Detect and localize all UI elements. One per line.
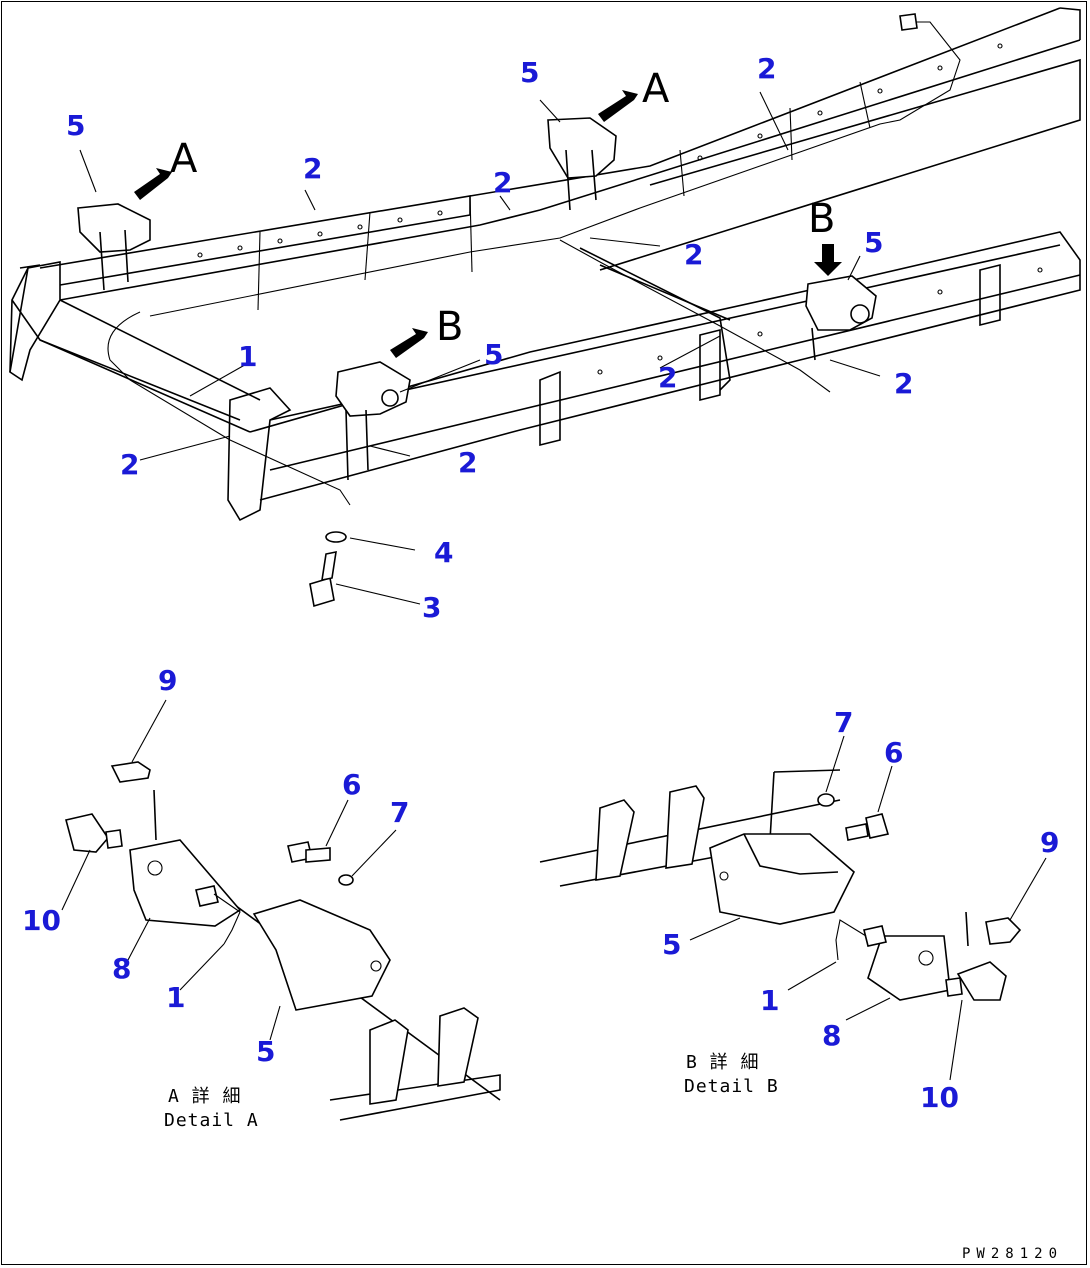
detail-a-caption-jp: A 詳 細 [168, 1086, 242, 1107]
callout-5-e: 5 [256, 1035, 275, 1068]
detail-b-caption-en: Detail B [684, 1076, 779, 1097]
callout-6-a: 6 [342, 768, 361, 801]
harness-upper [149, 21, 961, 317]
washer-4-main [325, 531, 347, 543]
arrow-b-right-icon [814, 244, 842, 276]
view-letter-b-left: B [436, 304, 463, 350]
callout-10-b: 10 [920, 1081, 959, 1114]
view-letter-b-right: B [808, 196, 835, 242]
arrow-a-left-icon [134, 168, 172, 200]
detail-b-post-1 [595, 799, 635, 881]
detail-b-screw-9 [985, 917, 1022, 945]
detail-a-lamp-10 [65, 813, 110, 853]
detail-a-bracket-5 [252, 899, 391, 1011]
callout-2-h: 2 [458, 446, 477, 479]
lamp-bracket-a-right [547, 117, 617, 179]
callout-5-f: 5 [662, 928, 681, 961]
callout-7-a: 7 [390, 796, 409, 829]
drawing-code: PW28120 [962, 1246, 1063, 1262]
callout-1-main: 1 [238, 340, 257, 373]
detail-b-lamp-10 [956, 961, 1007, 1001]
callout-2-g: 2 [120, 448, 139, 481]
view-arrows [134, 90, 842, 358]
main-frame [9, 7, 1081, 608]
callout-7-b: 7 [834, 706, 853, 739]
callout-9-a: 9 [158, 664, 177, 697]
callout-1-a: 1 [166, 981, 185, 1014]
detail-a-washer-7 [338, 874, 354, 886]
callout-4-main: 4 [434, 536, 453, 569]
callout-5-c: 5 [864, 226, 883, 259]
callout-5-b: 5 [520, 56, 539, 89]
detail-captions: A 詳 細 Detail A B 詳 細 Detail B [164, 1052, 779, 1131]
callout-2-d: 2 [684, 238, 703, 271]
detail-a-post-1 [369, 1019, 409, 1105]
callout-8-a: 8 [112, 952, 131, 985]
callout-2-e: 2 [658, 361, 677, 394]
detail-b-caption-jp: B 詳 細 [686, 1052, 760, 1073]
arrow-b-left-icon [390, 328, 428, 358]
callout-2-a: 2 [303, 152, 322, 185]
detail-b-post-2 [665, 785, 705, 869]
callout-10-a: 10 [22, 904, 61, 937]
detail-a-plate-8 [129, 839, 242, 927]
lamp-bracket-b-left [335, 361, 411, 417]
rail-holes [197, 43, 1043, 375]
callout-3-main: 3 [422, 591, 441, 624]
callout-2-f: 2 [894, 367, 913, 400]
view-letter-a-left: A [170, 136, 198, 182]
callout-5-d: 5 [484, 338, 503, 371]
view-letter-labels: A A B B [170, 66, 835, 350]
callout-5-a: 5 [66, 109, 85, 142]
detail-b-bracket-5 [709, 833, 855, 925]
detail-b-washer-7 [817, 793, 835, 807]
detail-b-drawing [539, 735, 1047, 1081]
detail-a-post-2 [437, 1007, 479, 1087]
harness-connector [899, 13, 918, 31]
harness-left [107, 311, 351, 506]
bolt-3-main [309, 576, 335, 608]
harness-right [559, 239, 831, 393]
detail-a-drawing [61, 699, 501, 1121]
view-letter-a-right: A [642, 66, 670, 112]
callout-6-b: 6 [884, 736, 903, 769]
callout-1-b: 1 [760, 984, 779, 1017]
callout-labels: 5 5 2 2 2 2 5 1 5 2 2 2 2 4 3 9 6 7 10 8… [22, 52, 1059, 1114]
callout-2-b: 2 [493, 166, 512, 199]
detail-a-caption-en: Detail A [164, 1110, 259, 1131]
detail-b-bolt-6 [865, 813, 890, 839]
arrow-a-right-icon [598, 90, 638, 122]
callout-8-b: 8 [822, 1019, 841, 1052]
detail-b-plate-8 [867, 935, 951, 1001]
lamp-bracket-a-left [77, 203, 151, 253]
callout-9-b: 9 [1040, 826, 1059, 859]
callout-2-c: 2 [757, 52, 776, 85]
detail-a-screw-9 [110, 761, 151, 783]
